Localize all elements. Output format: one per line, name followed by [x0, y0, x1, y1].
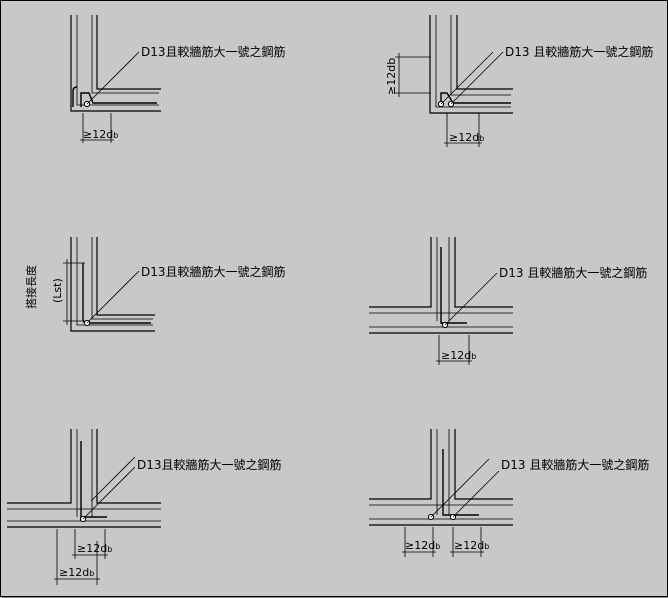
lap-length-symbol: (Lst): [51, 278, 64, 303]
rebar-note-6: D13 且較牆筋大一號之鋼筋: [501, 457, 649, 472]
rebar-note-1: D13且較牆筋大一號之鋼筋: [141, 44, 286, 59]
dim-12db-6a: ≥12db: [405, 539, 440, 552]
dim-12db-5b: ≥12db: [59, 566, 94, 579]
detail-6-t-junction-double: D13 且較牆筋大一號之鋼筋 ≥12db ≥12db: [369, 429, 649, 557]
rebar-note-2: D13 且較牆筋大一號之鋼筋: [505, 44, 653, 59]
detail-2-l-corner-double: D13 且較牆筋大一號之鋼筋 ≥12db ≥12db: [385, 15, 653, 147]
lap-length-text: 搭接長度: [24, 265, 38, 309]
dim-12db-5a: ≥12db: [77, 542, 112, 555]
rebar-note-3: D13且較牆筋大一號之鋼筋: [141, 264, 286, 279]
detail-4-wall-slab-corner: D13 且較牆筋大一號之鋼筋 ≥12db: [369, 237, 647, 365]
detail-3-lap-splice: D13且較牆筋大一號之鋼筋 搭接長度 (Lst): [24, 237, 286, 332]
rebar-note-5: D13且較牆筋大一號之鋼筋: [137, 457, 282, 472]
dim-12db-vertical: ≥12db: [385, 58, 398, 95]
dim-12db-1: ≥12db: [83, 128, 118, 141]
dim-12db-2: ≥12db: [449, 131, 484, 144]
rebar-note-4: D13 且較牆筋大一號之鋼筋: [499, 265, 647, 280]
dim-12db-6b: ≥12db: [454, 539, 489, 552]
detail-5-t-junction: D13且較牆筋大一號之鋼筋 ≥12db ≥12db: [7, 429, 282, 585]
dim-12db-4: ≥12db: [441, 349, 476, 362]
detail-1-l-corner: D13且較牆筋大一號之鋼筋 ≥12db: [70, 15, 286, 143]
